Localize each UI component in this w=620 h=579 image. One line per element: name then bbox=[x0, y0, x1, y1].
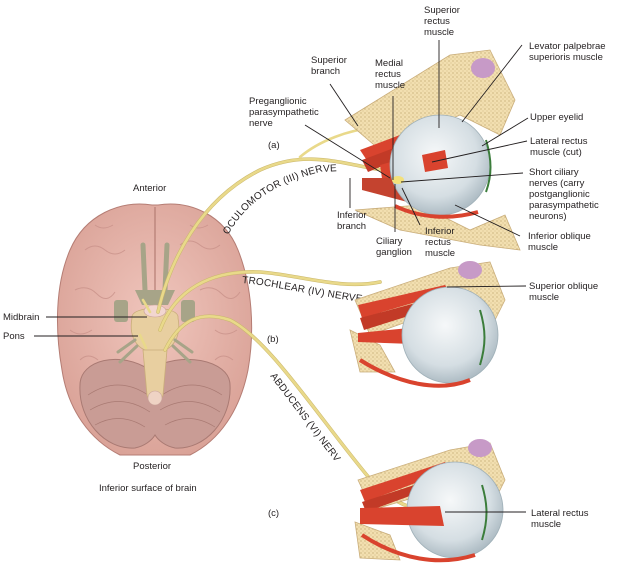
label-ciliary-ganglion: Ciliary ganglion bbox=[376, 236, 412, 258]
panel-label-a: (a) bbox=[268, 140, 280, 151]
ciliary-ganglion bbox=[392, 176, 404, 184]
label-inferior-oblique: Inferior oblique muscle bbox=[528, 231, 591, 253]
label-short-ciliary-nerves: Short ciliary nerves (carry postganglion… bbox=[529, 167, 599, 222]
eye-orbit-c bbox=[354, 439, 506, 563]
label-inferior-rectus: Inferior rectus muscle bbox=[425, 226, 456, 259]
label-midbrain: Midbrain bbox=[3, 312, 40, 323]
label-lateral-rectus: Lateral rectus muscle bbox=[531, 508, 589, 530]
label-levator-palpebrae: Levator palpebrae superioris muscle bbox=[529, 41, 606, 63]
brain-inferior-view bbox=[56, 203, 253, 456]
label-pons: Pons bbox=[3, 331, 25, 342]
leader-lines bbox=[34, 40, 529, 513]
label-superior-rectus: Superior rectus muscle bbox=[424, 5, 460, 38]
label-posterior: Posterior bbox=[133, 461, 172, 472]
label-preganglionic-nerve: Preganglionic parasympathetic nerve bbox=[249, 96, 319, 129]
panel-label-b: (b) bbox=[267, 334, 279, 345]
label-superior-branch: Superior branch bbox=[311, 55, 347, 77]
label-lateral-rectus-cut: Lateral rectus muscle (cut) bbox=[530, 136, 588, 158]
label-superior-oblique: Superior oblique muscle bbox=[529, 281, 599, 303]
label-inferior-branch: Inferior branch bbox=[337, 210, 367, 232]
eye-orbit-b bbox=[349, 261, 506, 388]
label-medial-rectus: Medial rectus muscle bbox=[375, 58, 406, 91]
optic-chiasm bbox=[135, 290, 175, 305]
label-upper-eyelid: Upper eyelid bbox=[530, 112, 584, 123]
label-anterior: Anterior bbox=[133, 183, 167, 194]
figure-caption: Inferior surface of brain bbox=[99, 483, 197, 494]
panel-label-c: (c) bbox=[268, 508, 280, 519]
oculomotor-nerve-label: OCULOMOTOR (III) NERVE bbox=[221, 163, 337, 236]
eye-orbit-a bbox=[344, 49, 521, 251]
lateral-rectus-muscle bbox=[360, 506, 444, 526]
